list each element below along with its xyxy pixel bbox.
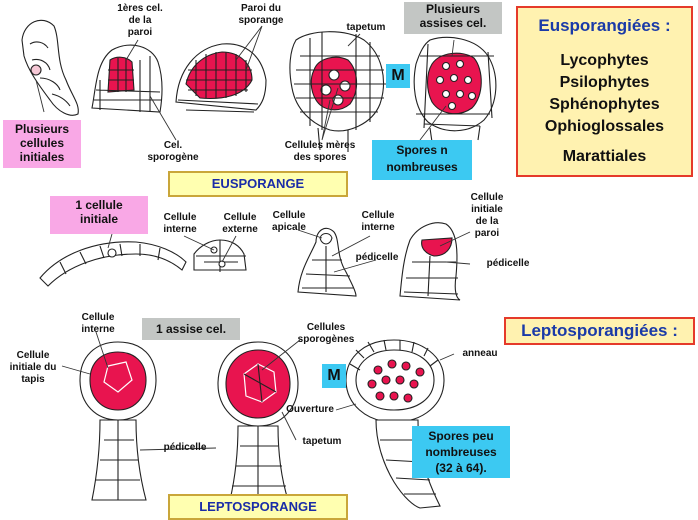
pedicel-label-2: pédicelle (486, 258, 530, 269)
several-layers-badge: Plusieurs assises cel. (404, 2, 502, 34)
initial-cells-drawing (21, 19, 79, 116)
annulus-label: anneau (462, 348, 498, 359)
eusporangium-spores-drawing (413, 36, 497, 143)
first-wall-cells-label: 1ères cel. de la paroi (117, 3, 163, 38)
developing-eusporangium-drawing (175, 43, 267, 113)
apical-cell-label: Cellule apicale (272, 210, 306, 233)
meiosis-badge-top: M (386, 64, 410, 88)
single-initial-cell-badge: 1 cellule initiale (50, 196, 148, 234)
numerous-spores-badge: Spores n nombreuses (372, 140, 472, 180)
internal-cell-label-2: Cellule interne (361, 210, 395, 233)
sporangium-wall-label: Paroi du sporange (238, 3, 284, 26)
leptosporangiate-box: Leptosporangiées : (504, 317, 695, 345)
bottom-pedicel-label: pédicelle (163, 442, 207, 453)
group-sphenophytes: Sphénophytes (549, 96, 660, 113)
spore-mother-cells-label: Cellules mères des spores (284, 140, 356, 163)
meiosis-badge-bottom: M (322, 364, 346, 388)
internal-cell-label-1: Cellule interne (163, 212, 197, 235)
tapetum-label: tapetum (346, 22, 386, 33)
external-cell-label: Cellule externe (222, 212, 258, 235)
sporogenous-cells-label: Cellules sporogènes (297, 322, 355, 345)
leptosporange-title: LEPTOSPORANGE (168, 494, 348, 520)
group-ophioglossales: Ophioglossales (544, 118, 665, 135)
bottom-internal-cell-label: Cellule interne (81, 312, 115, 335)
bottom-tapetum-label: tapetum (302, 436, 342, 447)
pedicel-label-1: pédicelle (355, 252, 399, 263)
group-lycophytes: Lycophytes (560, 52, 649, 69)
apical-cell-drawing (297, 227, 357, 297)
eusporangium-mother-cells-drawing (289, 31, 386, 152)
one-layer-badge: 1 assise cel. (142, 318, 240, 340)
eusporangiate-title: Eusporangiées : (538, 16, 671, 35)
eusporange-title: EUSPORANGE (168, 171, 348, 197)
sporogenous-cell-label: Cel. sporogène (147, 140, 199, 163)
initial-wall-cell-label: Cellule initiale de la paroi (470, 192, 504, 239)
initial-wall-cell-drawing (399, 222, 461, 301)
leader-lines (35, 25, 471, 451)
tapetum-initial-cell-label: Cellule initiale du tapis (9, 350, 57, 385)
internal-external-cells-drawing (193, 239, 247, 272)
group-psilophytes: Psilophytes (559, 74, 650, 91)
several-initial-cells-badge: Plusieurs cellules initiales (3, 120, 81, 168)
group-marattiales: Marattiales (562, 148, 647, 165)
opening-label: Ouverture (286, 404, 334, 415)
eusporangiate-box: Eusporangiées : Lycophytes Psilophytes S… (516, 6, 693, 177)
leptosporangium-young-drawing (79, 341, 157, 501)
few-spores-badge: Spores peu nombreuses (32 à 64). (412, 426, 510, 478)
leptosporangium-mature-drawing (345, 339, 445, 509)
early-eusporangium-drawing (91, 44, 163, 113)
single-initial-filament-drawing (39, 241, 187, 287)
